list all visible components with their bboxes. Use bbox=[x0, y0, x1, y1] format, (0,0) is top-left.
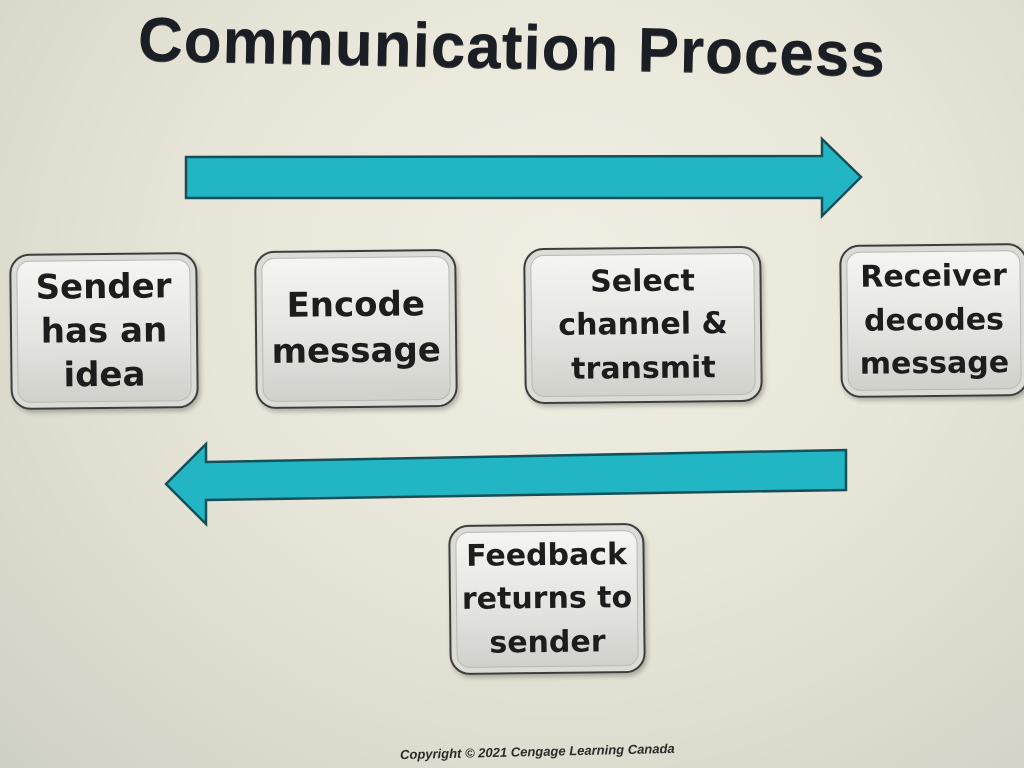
receiver-box: Receiver decodes message bbox=[839, 243, 1024, 398]
sender-box: Sender has an idea bbox=[9, 252, 199, 410]
channel-label: Select channel & transmit bbox=[558, 263, 728, 387]
channel-box: Select channel & transmit bbox=[523, 245, 763, 405]
return-arrow-shape bbox=[164, 440, 848, 528]
feedback-label: Feedback returns to sender bbox=[461, 536, 633, 661]
encode-label: Encode message bbox=[271, 284, 442, 372]
sender-label: Sender has an idea bbox=[35, 266, 172, 396]
encode-box: Encode message bbox=[254, 248, 458, 410]
feedback-box: Feedback returns to sender bbox=[448, 522, 646, 676]
receiver-label: Receiver decodes message bbox=[859, 258, 1010, 383]
forward-arrow-shape bbox=[184, 136, 863, 220]
